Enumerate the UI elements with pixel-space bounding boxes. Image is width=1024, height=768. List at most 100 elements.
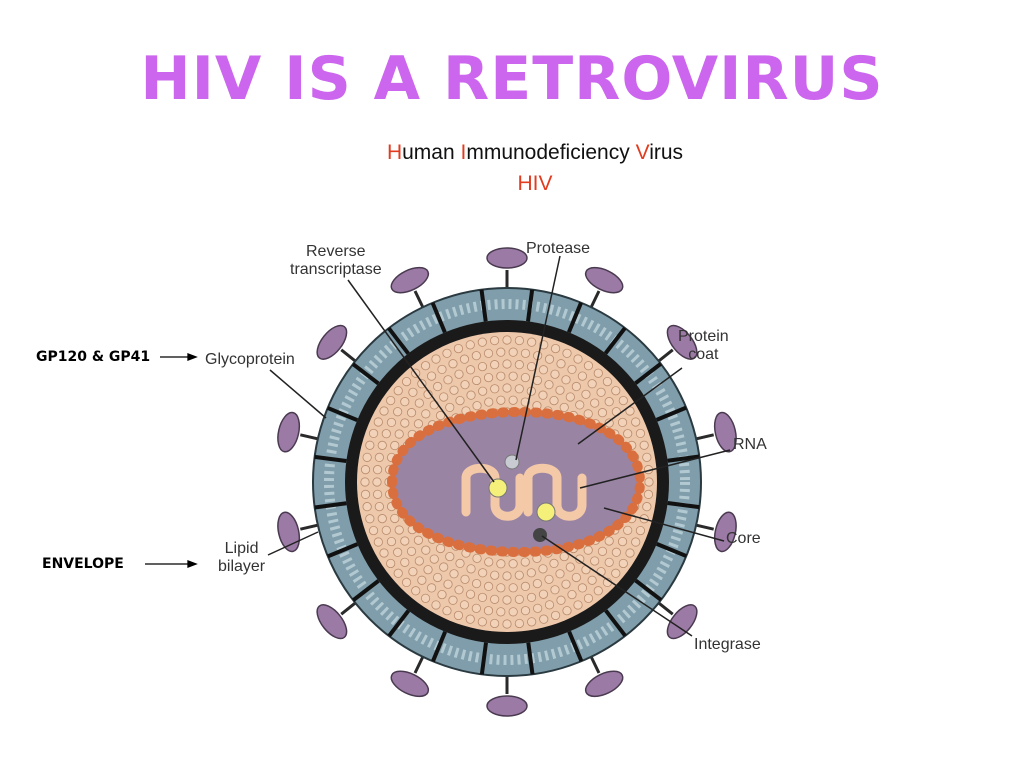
capsid-subunit	[442, 606, 452, 616]
capsid-subunit	[549, 558, 559, 569]
capsid-subunit	[373, 537, 383, 547]
capsid-subunit	[527, 617, 537, 627]
capsid-subunit	[508, 347, 518, 357]
envelope-post	[351, 579, 380, 602]
glycoprotein-knob	[277, 411, 301, 453]
envelope-post	[667, 501, 700, 510]
capsid-subunit	[408, 567, 418, 577]
capsid-subunit	[362, 452, 372, 462]
capsid-subunit	[490, 360, 500, 370]
envelope-post	[604, 609, 627, 638]
capsid-subunit	[596, 387, 606, 397]
title-part: V	[635, 141, 650, 164]
envelope-post	[479, 642, 488, 675]
glycoprotein-stalk	[588, 290, 601, 310]
capsid-subunit	[611, 568, 621, 578]
capsid-subunit	[414, 556, 424, 566]
capsid-subunit	[420, 593, 431, 603]
capsid-subunit	[514, 618, 524, 629]
label-integrase: Integrase	[694, 636, 761, 653]
capsid-subunit	[372, 477, 382, 487]
capsid-subunit	[490, 384, 500, 394]
capsid-subunit	[496, 559, 506, 569]
glycoprotein-stalk	[588, 654, 601, 674]
capsid-subunit	[386, 417, 397, 428]
glycoprotein-knob	[666, 604, 698, 640]
capsid-subunit	[496, 607, 506, 617]
capsid-subunit	[502, 595, 512, 605]
capsid-subunit	[575, 400, 585, 410]
capsid-subunit	[445, 551, 455, 562]
capsid-subunit	[465, 614, 475, 624]
lipid-bilayer-inner	[324, 299, 690, 665]
capsid-subunit	[590, 556, 600, 566]
capsid-subunit	[374, 502, 384, 512]
glycoprotein-stalk	[340, 600, 358, 616]
capsid-subunit	[386, 395, 396, 406]
capsid-subunit	[466, 564, 476, 574]
glycoprotein-stalk	[693, 523, 715, 531]
capsid-subunit	[502, 571, 512, 581]
capsid-subunit	[466, 390, 476, 400]
capsid-subunit	[460, 574, 470, 584]
capsid-subunit	[365, 514, 375, 524]
capsid-subunit	[561, 579, 571, 589]
envelope-post	[603, 326, 627, 355]
capsid-subunit	[490, 335, 500, 346]
label-line: Protein	[678, 328, 729, 345]
envelope-post	[526, 642, 535, 675]
label-line: transcriptase	[290, 261, 382, 278]
capsid-subunit	[565, 562, 575, 572]
capsid-subunit	[381, 429, 391, 439]
capsid-subunit	[443, 579, 453, 589]
glycoprotein-knob	[666, 324, 698, 360]
capsid-subunit	[448, 595, 458, 605]
capsid-subunit	[400, 397, 410, 407]
capsid-subunit	[550, 585, 560, 595]
capsid-subunit	[465, 340, 475, 350]
capsid-subunit	[631, 537, 641, 547]
capsid-subunit	[372, 489, 383, 499]
capsid-subunit	[477, 361, 488, 372]
label-line: Reverse	[306, 243, 366, 260]
glycoprotein-knob	[390, 266, 430, 294]
capsid-subunit	[583, 545, 593, 555]
capsid-subunit	[533, 603, 543, 613]
capsid-subunit	[372, 465, 383, 475]
label-line: Lipid	[224, 540, 259, 557]
capsid-subunit	[478, 568, 488, 578]
glycoprotein-annotation: GP120 & GP41	[36, 349, 151, 365]
capsid-subunit	[472, 401, 482, 411]
capsid-subunit	[393, 547, 403, 557]
capsid-subunit	[604, 557, 614, 567]
capsid-subunit	[581, 389, 591, 399]
capsid-subunit	[377, 440, 387, 450]
capsid-subunit	[421, 545, 431, 555]
capsid-subunit	[577, 583, 588, 593]
label-core: Core	[726, 530, 761, 547]
glycoprotein-stalk	[413, 290, 426, 310]
capsid-subunit	[562, 606, 572, 616]
capsid-subunit	[484, 557, 494, 567]
capsid-subunit	[514, 570, 524, 580]
leader-lines	[267, 255, 731, 637]
capsid-subunit	[538, 564, 548, 574]
capsid-subunit	[449, 385, 459, 395]
capsid-subunit	[373, 417, 383, 427]
capsid-subunit	[420, 361, 431, 371]
capsid-subunit	[602, 376, 613, 387]
capsid-subunit	[394, 429, 404, 439]
capsid-subunit	[617, 417, 628, 428]
capsid-subunit	[583, 593, 594, 603]
capsid-subunit	[413, 419, 424, 429]
capsid-subunit	[362, 502, 372, 512]
capsid-subunit	[460, 380, 470, 390]
envelope-annotation: ENVELOPE	[42, 556, 124, 572]
capsid-subunit	[455, 395, 465, 406]
capsid-subunit	[379, 548, 389, 558]
capsid-subunit	[365, 440, 375, 450]
capsid-subunit	[555, 385, 565, 395]
envelope-post	[314, 501, 347, 510]
capsid-subunit	[472, 553, 482, 563]
envelope-post	[387, 609, 411, 638]
